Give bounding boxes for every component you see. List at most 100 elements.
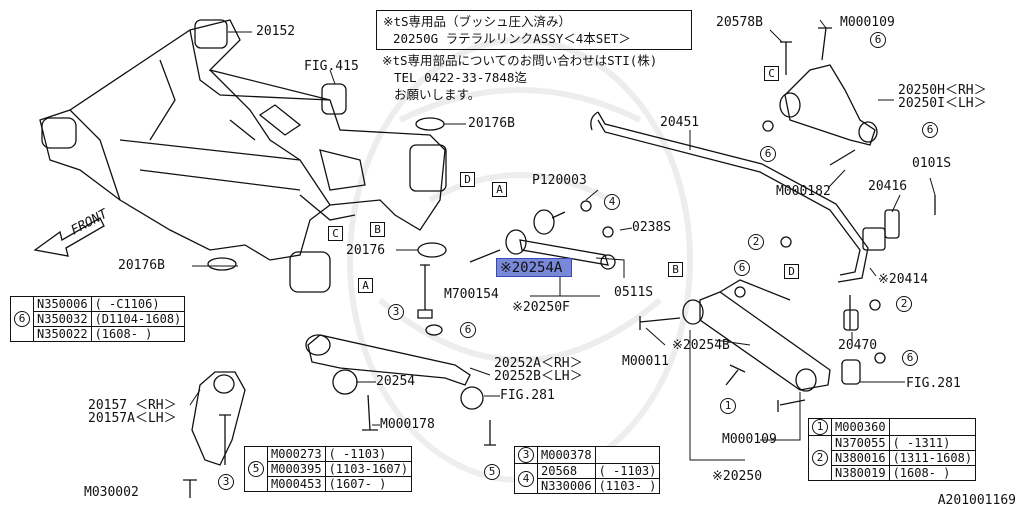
callout-3-mid: 3 bbox=[388, 304, 404, 320]
label-m000178[interactable]: M000178 bbox=[380, 417, 435, 432]
note-line-2: 20250G ラテラルリンクASSY＜4本SET＞ bbox=[393, 31, 631, 46]
table-34-row-1-num: 3 bbox=[514, 446, 538, 464]
label-20416[interactable]: 20416 bbox=[868, 179, 908, 194]
label-0101s[interactable]: 0101S bbox=[912, 156, 952, 171]
label-20250i[interactable]: 20250I＜LH＞ bbox=[898, 96, 987, 111]
mount-20176b-left bbox=[207, 257, 237, 271]
label-20176b-top[interactable]: 20176B bbox=[468, 116, 515, 131]
callout-2-right: 2 bbox=[896, 296, 912, 312]
label-20250f[interactable]: ※20250F bbox=[512, 300, 570, 315]
label-20578b[interactable]: 20578B bbox=[716, 15, 763, 30]
label-fig281-right[interactable]: FIG.281 bbox=[906, 376, 961, 391]
callout-b-2: B bbox=[668, 262, 683, 277]
table-12-row-4-range: (1608- ) bbox=[888, 465, 977, 481]
callout-5-lower: 5 bbox=[484, 464, 500, 480]
label-p120003[interactable]: P120003 bbox=[532, 173, 587, 188]
callout-1-lower: 1 bbox=[720, 398, 736, 414]
callout-a-1: A bbox=[358, 278, 373, 293]
callout-b-1: B bbox=[370, 222, 385, 237]
table-34-row-3-part: N330006 bbox=[537, 478, 596, 494]
leader-lines bbox=[189, 19, 936, 461]
table-part-3-4: 3 M000378 4 20568 ( -1103) N330006 (1103… bbox=[514, 446, 661, 494]
label-20157[interactable]: 20157 ＜RH＞ bbox=[88, 398, 177, 413]
label-20254a-highlighted[interactable]: ※20254A bbox=[496, 258, 572, 277]
label-20250h[interactable]: 20250H＜RH＞ bbox=[898, 83, 987, 98]
table-6-row-3-part: N350022 bbox=[33, 326, 92, 342]
callout-d-1: D bbox=[460, 172, 475, 187]
mount-20176 bbox=[417, 242, 447, 258]
table-6-num: 6 bbox=[10, 296, 34, 342]
label-fig281-mid[interactable]: FIG.281 bbox=[500, 388, 555, 403]
table-12-row-2-num: 2 bbox=[808, 435, 832, 481]
table-5-row-2-part: M000395 bbox=[267, 461, 326, 477]
bracket-20157 bbox=[183, 371, 246, 498]
callout-6-right: 6 bbox=[902, 350, 918, 366]
sti-note-box: ※tS専用品（ブッシュ圧入済み） 20250G ラテラルリンクASSY＜4本SE… bbox=[376, 10, 692, 50]
bolt-m700154 bbox=[417, 264, 433, 319]
table-12-row-1-num: 1 bbox=[808, 418, 832, 436]
label-20252a[interactable]: 20252A＜RH＞ bbox=[494, 356, 583, 371]
table-12-row-3-part: N380016 bbox=[831, 450, 890, 466]
stabilizer-bar-20451 bbox=[590, 111, 936, 331]
label-0511s[interactable]: 0511S bbox=[614, 285, 654, 300]
label-fig415[interactable]: FIG.415 bbox=[304, 59, 359, 74]
lower-link-20250 bbox=[639, 236, 886, 412]
upper-arm-20250h bbox=[762, 27, 878, 166]
table-5-row-3-part: M000453 bbox=[267, 476, 326, 492]
label-20157a[interactable]: 20157A＜LH＞ bbox=[88, 411, 177, 426]
label-20152[interactable]: 20152 bbox=[256, 24, 296, 39]
mount-20176b-top bbox=[415, 117, 445, 131]
callout-a-2: A bbox=[492, 182, 507, 197]
diagram-reference-number: A201001169 bbox=[937, 493, 1016, 508]
label-20252b[interactable]: 20252B＜LH＞ bbox=[494, 369, 583, 384]
label-0238s[interactable]: 0238S bbox=[632, 220, 672, 235]
label-20451[interactable]: 20451 bbox=[660, 115, 700, 130]
label-20254[interactable]: 20254 bbox=[376, 374, 416, 389]
callout-6-arm-left: 6 bbox=[760, 146, 776, 162]
nut-6-mid bbox=[425, 324, 443, 336]
label-m000182[interactable]: M000182 bbox=[776, 184, 831, 199]
callout-4-link: 4 bbox=[604, 194, 620, 210]
callout-2-stab: 2 bbox=[748, 234, 764, 250]
note-line-4: TEL 0422-33-7848迄 bbox=[394, 70, 527, 85]
sti-contact-note: ※tS専用部品についてのお問い合わせはSTI(株) TEL 0422-33-78… bbox=[382, 52, 657, 103]
rear-crossmember bbox=[39, 19, 447, 293]
table-34-row-2-part: 20568 bbox=[537, 463, 596, 479]
callout-6-mid: 6 bbox=[460, 322, 476, 338]
table-34-row-3-range: (1103- ) bbox=[594, 478, 661, 494]
table-34-row-2-range: ( -1103) bbox=[594, 463, 661, 479]
front-arrow bbox=[33, 217, 105, 257]
label-m030002[interactable]: M030002 bbox=[84, 485, 139, 500]
callout-3-lower: 3 bbox=[218, 474, 234, 490]
label-m700154[interactable]: M700154 bbox=[444, 287, 499, 302]
callout-6-arm-right: 6 bbox=[922, 122, 938, 138]
table-5-row-1-range: ( -1103) bbox=[324, 446, 413, 462]
lateral-link-20250f bbox=[469, 200, 616, 270]
label-20414[interactable]: ※20414 bbox=[878, 272, 929, 287]
table-5-num: 5 bbox=[244, 446, 268, 492]
table-5-row-1-part: M000273 bbox=[267, 446, 326, 462]
label-20176[interactable]: 20176 bbox=[346, 243, 386, 258]
table-5-row-3-range: (1607- ) bbox=[324, 476, 413, 492]
table-12-row-4-part: N380019 bbox=[831, 465, 890, 481]
callout-d-2: D bbox=[784, 264, 799, 279]
label-20254b[interactable]: ※20254B bbox=[672, 338, 730, 353]
table-part-5: 5 M000273 ( -1103) M000395 (1103-1607) M… bbox=[244, 446, 413, 492]
callout-6-upper-right: 6 bbox=[870, 32, 886, 48]
label-m000109-top[interactable]: M000109 bbox=[840, 15, 895, 30]
note-line-3: ※tS専用部品についてのお問い合わせはSTI(株) bbox=[382, 53, 658, 68]
table-6-row-3-range: (1608- ) bbox=[90, 326, 186, 342]
note-line-1: ※tS専用品（ブッシュ圧入済み） bbox=[383, 14, 572, 29]
table-12-row-2-range: ( -1311) bbox=[888, 435, 977, 451]
label-20470[interactable]: 20470 bbox=[838, 338, 878, 353]
table-12-row-1-range bbox=[888, 418, 977, 436]
label-m000109-bottom[interactable]: M000109 bbox=[722, 432, 777, 447]
table-6-row-2-part: N350032 bbox=[33, 311, 92, 327]
table-12-row-1-part: M000360 bbox=[831, 418, 890, 436]
table-34-row-1-range bbox=[594, 446, 661, 464]
label-20176b-left[interactable]: 20176B bbox=[118, 258, 165, 273]
label-20250[interactable]: ※20250 bbox=[712, 469, 763, 484]
label-m00011[interactable]: M00011 bbox=[622, 354, 669, 369]
table-34-row-2-num: 4 bbox=[514, 463, 538, 494]
table-12-row-2-part: N370055 bbox=[831, 435, 890, 451]
